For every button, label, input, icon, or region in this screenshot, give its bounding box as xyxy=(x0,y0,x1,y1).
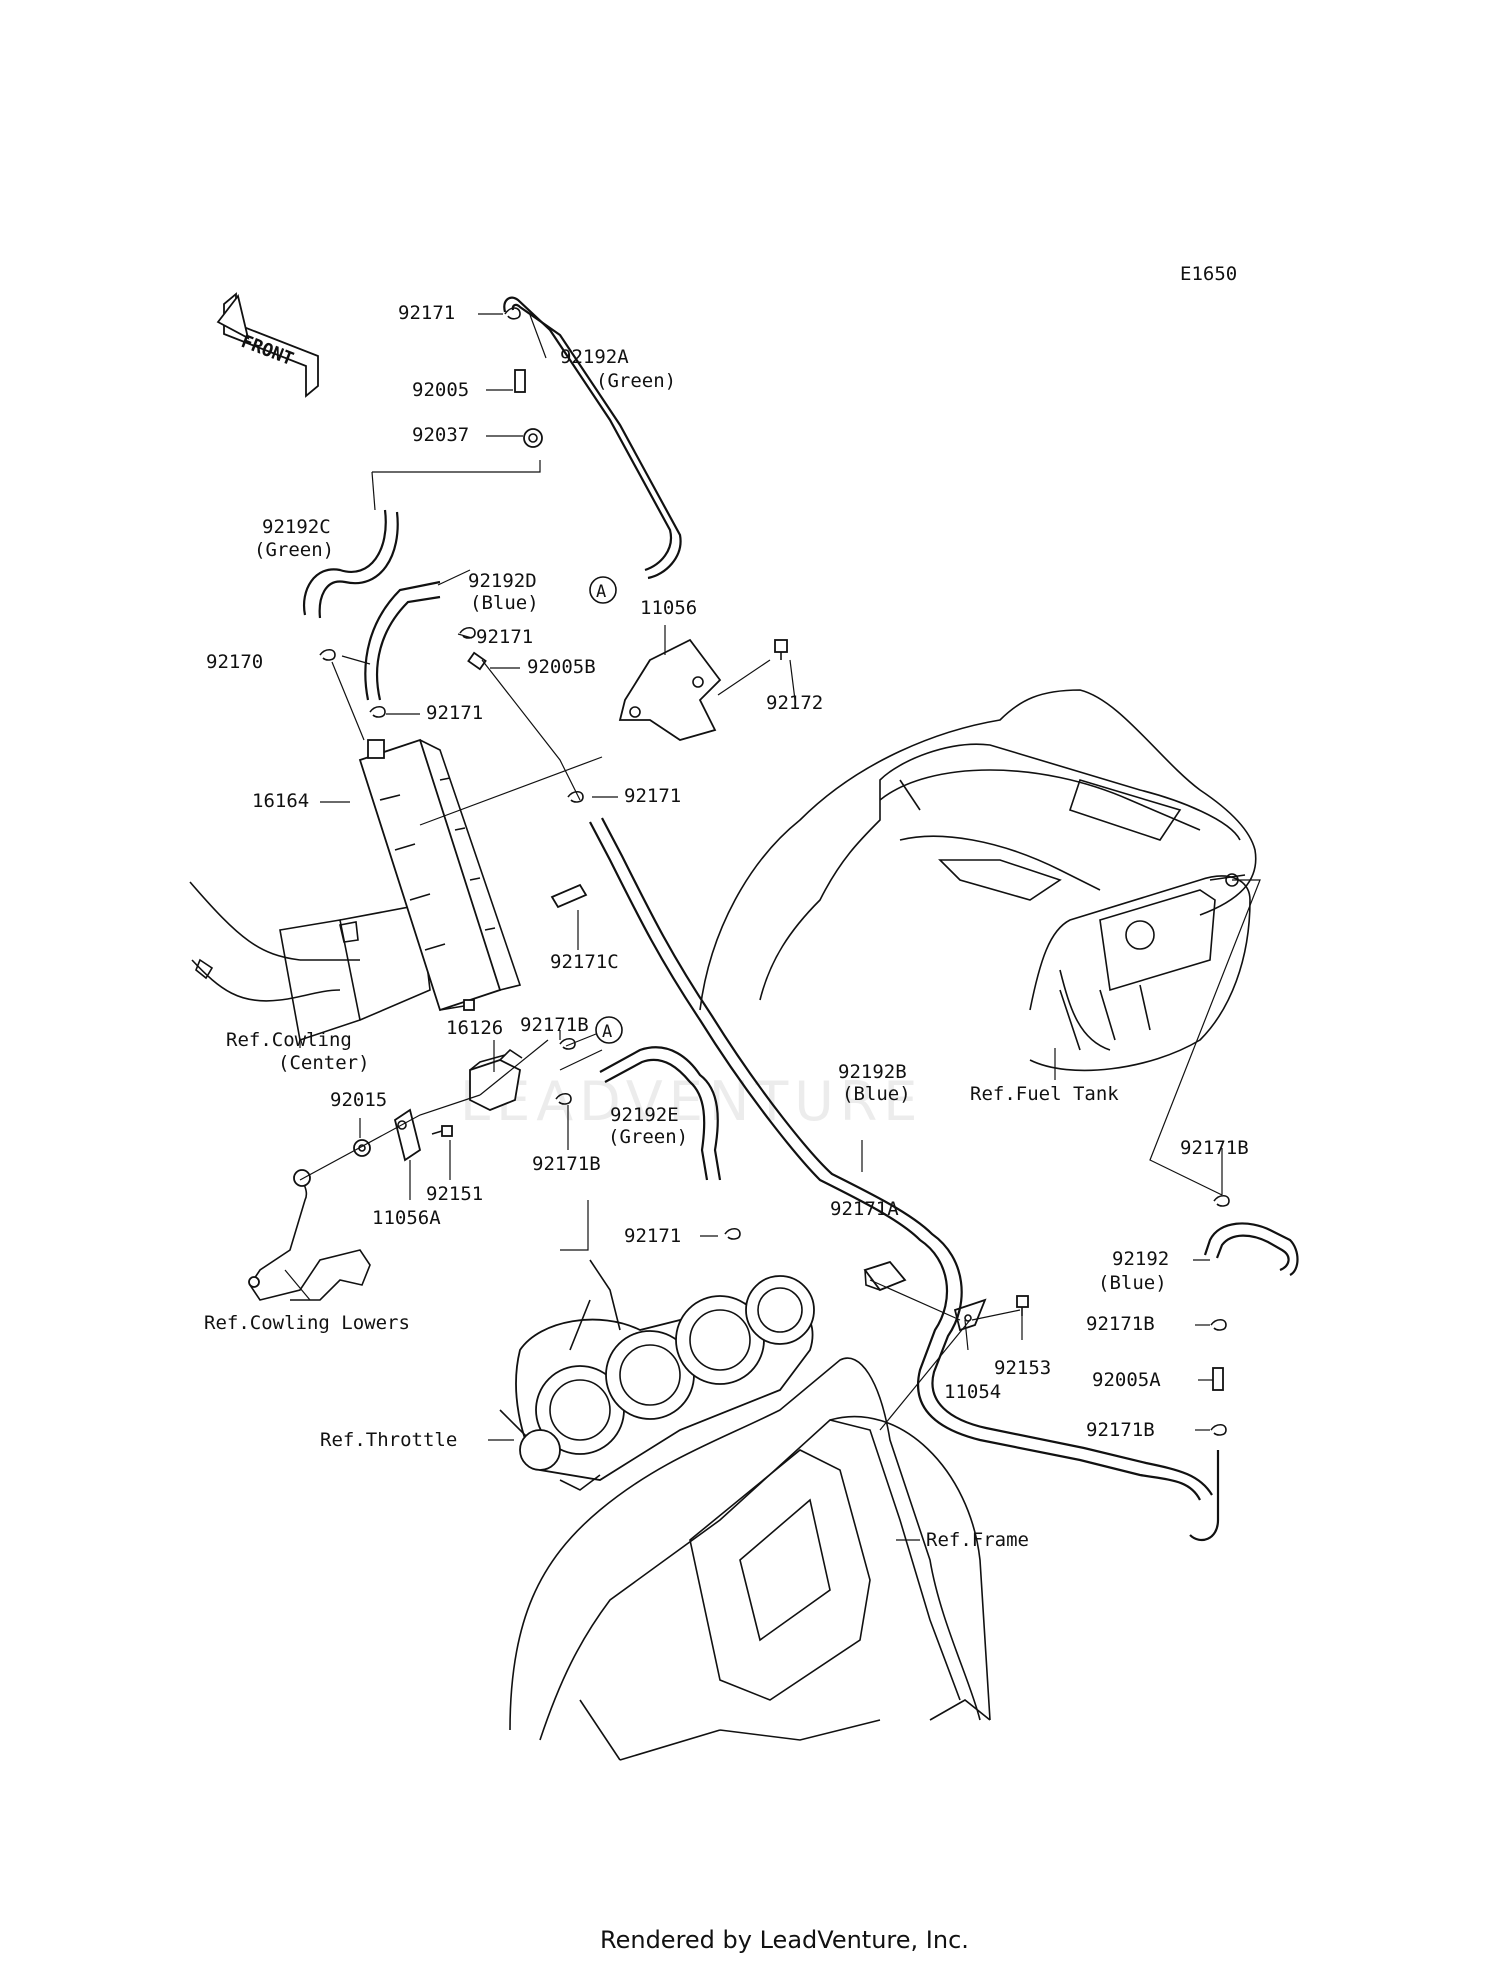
callout-92192-color: (Blue) xyxy=(1098,1272,1167,1294)
callout-11056: 11056 xyxy=(640,597,697,619)
callout-92192D-color: (Blue) xyxy=(470,592,539,614)
callout-11054: 11054 xyxy=(944,1381,1001,1403)
bolt-92151 xyxy=(431,1125,453,1137)
callout-92005: 92005 xyxy=(412,379,469,401)
ref-cowling-center-sub: (Center) xyxy=(278,1052,370,1074)
cowling-lowers-bracket xyxy=(248,1169,371,1301)
callout-92192A: 92192A xyxy=(560,346,629,368)
bracket-11056 xyxy=(618,638,722,741)
callout-92171B: 92171B xyxy=(520,1014,589,1036)
callout-92171B: 92171B xyxy=(1086,1313,1155,1335)
callout-92005B: 92005B xyxy=(527,656,596,678)
footer-credit: Rendered by LeadVenture, Inc. xyxy=(600,1926,969,1954)
ref-cowling-lowers: Ref.Cowling Lowers xyxy=(204,1312,410,1334)
callout-16164: 16164 xyxy=(252,790,309,812)
svg-text:A: A xyxy=(602,1022,612,1042)
callout-92192B-color: (Blue) xyxy=(842,1083,911,1105)
bolt-92153 xyxy=(1016,1295,1029,1316)
callout-92192B: 92192B xyxy=(838,1061,907,1083)
hose-clamps xyxy=(319,307,1230,1436)
callout-92171B: 92171B xyxy=(1180,1137,1249,1159)
callout-92171: 92171 xyxy=(398,302,455,324)
svg-text:A: A xyxy=(596,582,606,602)
joint-92005A xyxy=(1212,1367,1224,1391)
cowling-center xyxy=(189,881,431,1042)
joint-92005B xyxy=(467,651,487,671)
nut-92015 xyxy=(353,1139,371,1157)
callout-92005A: 92005A xyxy=(1092,1369,1161,1391)
front-arrow-icon: FRONT xyxy=(216,292,319,398)
clamp-92171A xyxy=(863,1260,907,1292)
ref-cowling-center: Ref.Cowling xyxy=(226,1029,352,1051)
callout-92192A-color: (Green) xyxy=(596,370,676,392)
throttle-body xyxy=(499,1259,815,1491)
callout-92171B: 92171B xyxy=(532,1153,601,1175)
callout-92192: 92192 xyxy=(1112,1248,1169,1270)
callout-92171: 92171 xyxy=(624,785,681,807)
callout-16126: 16126 xyxy=(446,1017,503,1039)
callout-92192E-color: (Green) xyxy=(608,1126,688,1148)
callout-92037: 92037 xyxy=(412,424,469,446)
callout-92170: 92170 xyxy=(206,651,263,673)
bolt-92172 xyxy=(774,639,788,660)
callout-92192C-color: (Green) xyxy=(254,539,334,561)
circle-ref-a-top: A xyxy=(589,576,617,604)
bracket-11056A xyxy=(393,1108,422,1162)
ref-fuel-tank: Ref.Fuel Tank xyxy=(970,1083,1119,1105)
ref-throttle: Ref.Throttle xyxy=(320,1429,457,1451)
callout-92171A: 92171A xyxy=(830,1198,899,1220)
frame xyxy=(509,1357,991,1761)
ref-frame: Ref.Frame xyxy=(926,1529,1029,1551)
callout-92192E: 92192E xyxy=(610,1104,679,1126)
callout-92192D: 92192D xyxy=(468,570,537,592)
hoses xyxy=(302,296,1299,1542)
callout-92151: 92151 xyxy=(426,1183,483,1205)
diagram-code: E1650 xyxy=(1180,263,1237,285)
circle-ref-a-mid: A xyxy=(565,1016,623,1047)
callout-11056A: 11056A xyxy=(372,1207,441,1229)
solenoid-valve-16126 xyxy=(469,1048,523,1111)
clip-92171C xyxy=(550,883,588,909)
callout-92171: 92171 xyxy=(476,626,533,648)
leader-lines xyxy=(284,313,1261,1541)
callout-92171: 92171 xyxy=(426,702,483,724)
callout-92192C: 92192C xyxy=(262,516,331,538)
bracket-11054 xyxy=(953,1298,987,1332)
joint-92005 xyxy=(514,369,526,393)
callout-92171B: 92171B xyxy=(1086,1419,1155,1441)
callout-92153: 92153 xyxy=(994,1357,1051,1379)
canister-16164 xyxy=(358,738,522,1012)
callout-92015: 92015 xyxy=(330,1089,387,1111)
callout-92171: 92171 xyxy=(624,1225,681,1247)
callout-92172: 92172 xyxy=(766,692,823,714)
fuel-tank xyxy=(699,689,1257,1072)
clip-92037 xyxy=(523,428,543,448)
callout-92171C: 92171C xyxy=(550,951,619,973)
